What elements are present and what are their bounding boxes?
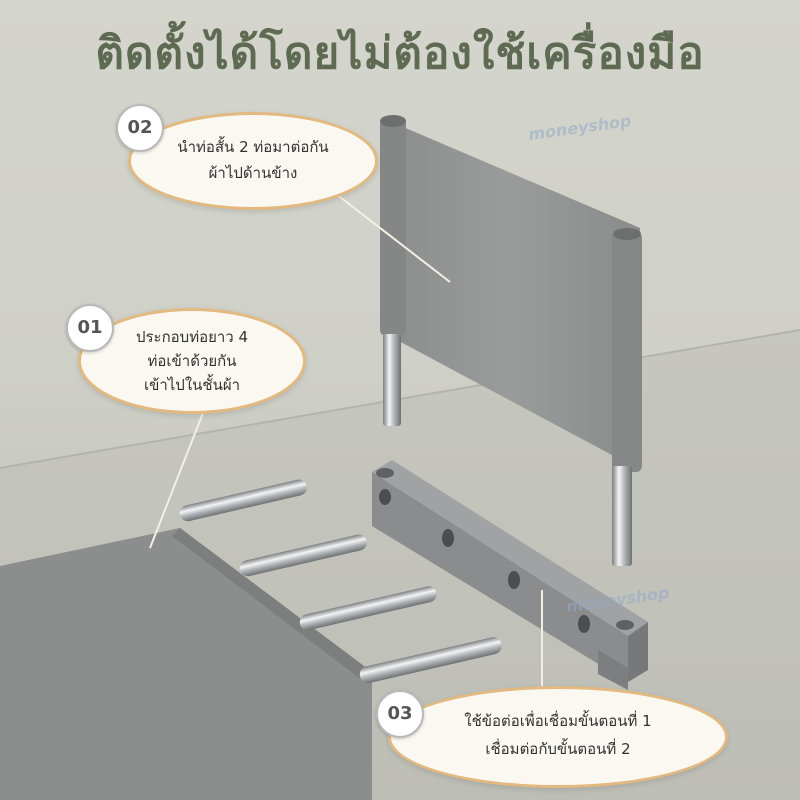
- long-tube: [179, 479, 307, 522]
- step-03-connector: [372, 460, 648, 690]
- page-title: ติดตั้งได้โดยไม่ต้องใช้เครื่องมือ: [95, 28, 705, 79]
- side-panel-fabric: [382, 118, 640, 470]
- step-02-line-1: นำท่อสั้น 2 ท่อมาต่อกัน: [177, 138, 329, 156]
- step-03-number-badge: 03: [376, 690, 424, 738]
- connector-top: [372, 460, 648, 636]
- connector-hole: [578, 615, 590, 633]
- step-01-shelf: [0, 479, 502, 800]
- connector-hole: [379, 489, 391, 505]
- connector-front: [372, 472, 628, 682]
- connector-hole: [616, 620, 634, 630]
- shelf-fabric: [0, 528, 372, 800]
- step-02-bubble: นำท่อสั้น 2 ท่อมาต่อกัน ผ้าไปด้านข้าง: [128, 112, 378, 210]
- connector-foot: [598, 650, 628, 690]
- step-01-line-2: ท่อเข้าด้วยกัน: [147, 352, 237, 370]
- long-tube: [359, 637, 502, 684]
- step-02-line-2: ผ้าไปด้านข้าง: [208, 164, 298, 182]
- step-01-bubble: ประกอบท่อยาว 4 ท่อเข้าด้วยกัน เข้าไปในชั…: [78, 308, 306, 414]
- step-01-line-3: เข้าไปในชั้นผ้า: [143, 376, 241, 394]
- step-03-bubble: ใช้ข้อต่อเพื่อเชื่อมขั้นตอนที่ 1 เชื่อมต…: [388, 686, 728, 788]
- step-03-line-2: เชื่อมต่อกับขั้นตอนที่ 2: [485, 740, 631, 758]
- pointer-line-01: [149, 394, 211, 549]
- step-01-line-1: ประกอบท่อยาว 4: [135, 328, 249, 346]
- connector-hole: [508, 571, 520, 589]
- step-01-number-badge: 01: [66, 304, 114, 352]
- long-tube: [299, 586, 437, 631]
- shelf-fabric-edge: [172, 528, 372, 680]
- long-tube: [239, 534, 367, 577]
- step-02-number-badge: 02: [116, 104, 164, 152]
- connector-end: [628, 622, 648, 682]
- panel-sleeve-left: [380, 118, 406, 336]
- short-tube-left: [383, 334, 401, 426]
- connector-hole: [376, 468, 394, 478]
- pointer-line-02: [317, 179, 451, 283]
- short-tube-right: [612, 466, 632, 566]
- panel-sleeve-right: [612, 232, 642, 472]
- connector-hole: [442, 529, 454, 547]
- step-03-line-1: ใช้ข้อต่อเพื่อเชื่อมขั้นตอนที่ 1: [464, 712, 652, 730]
- step-02-side-panel: [380, 115, 642, 566]
